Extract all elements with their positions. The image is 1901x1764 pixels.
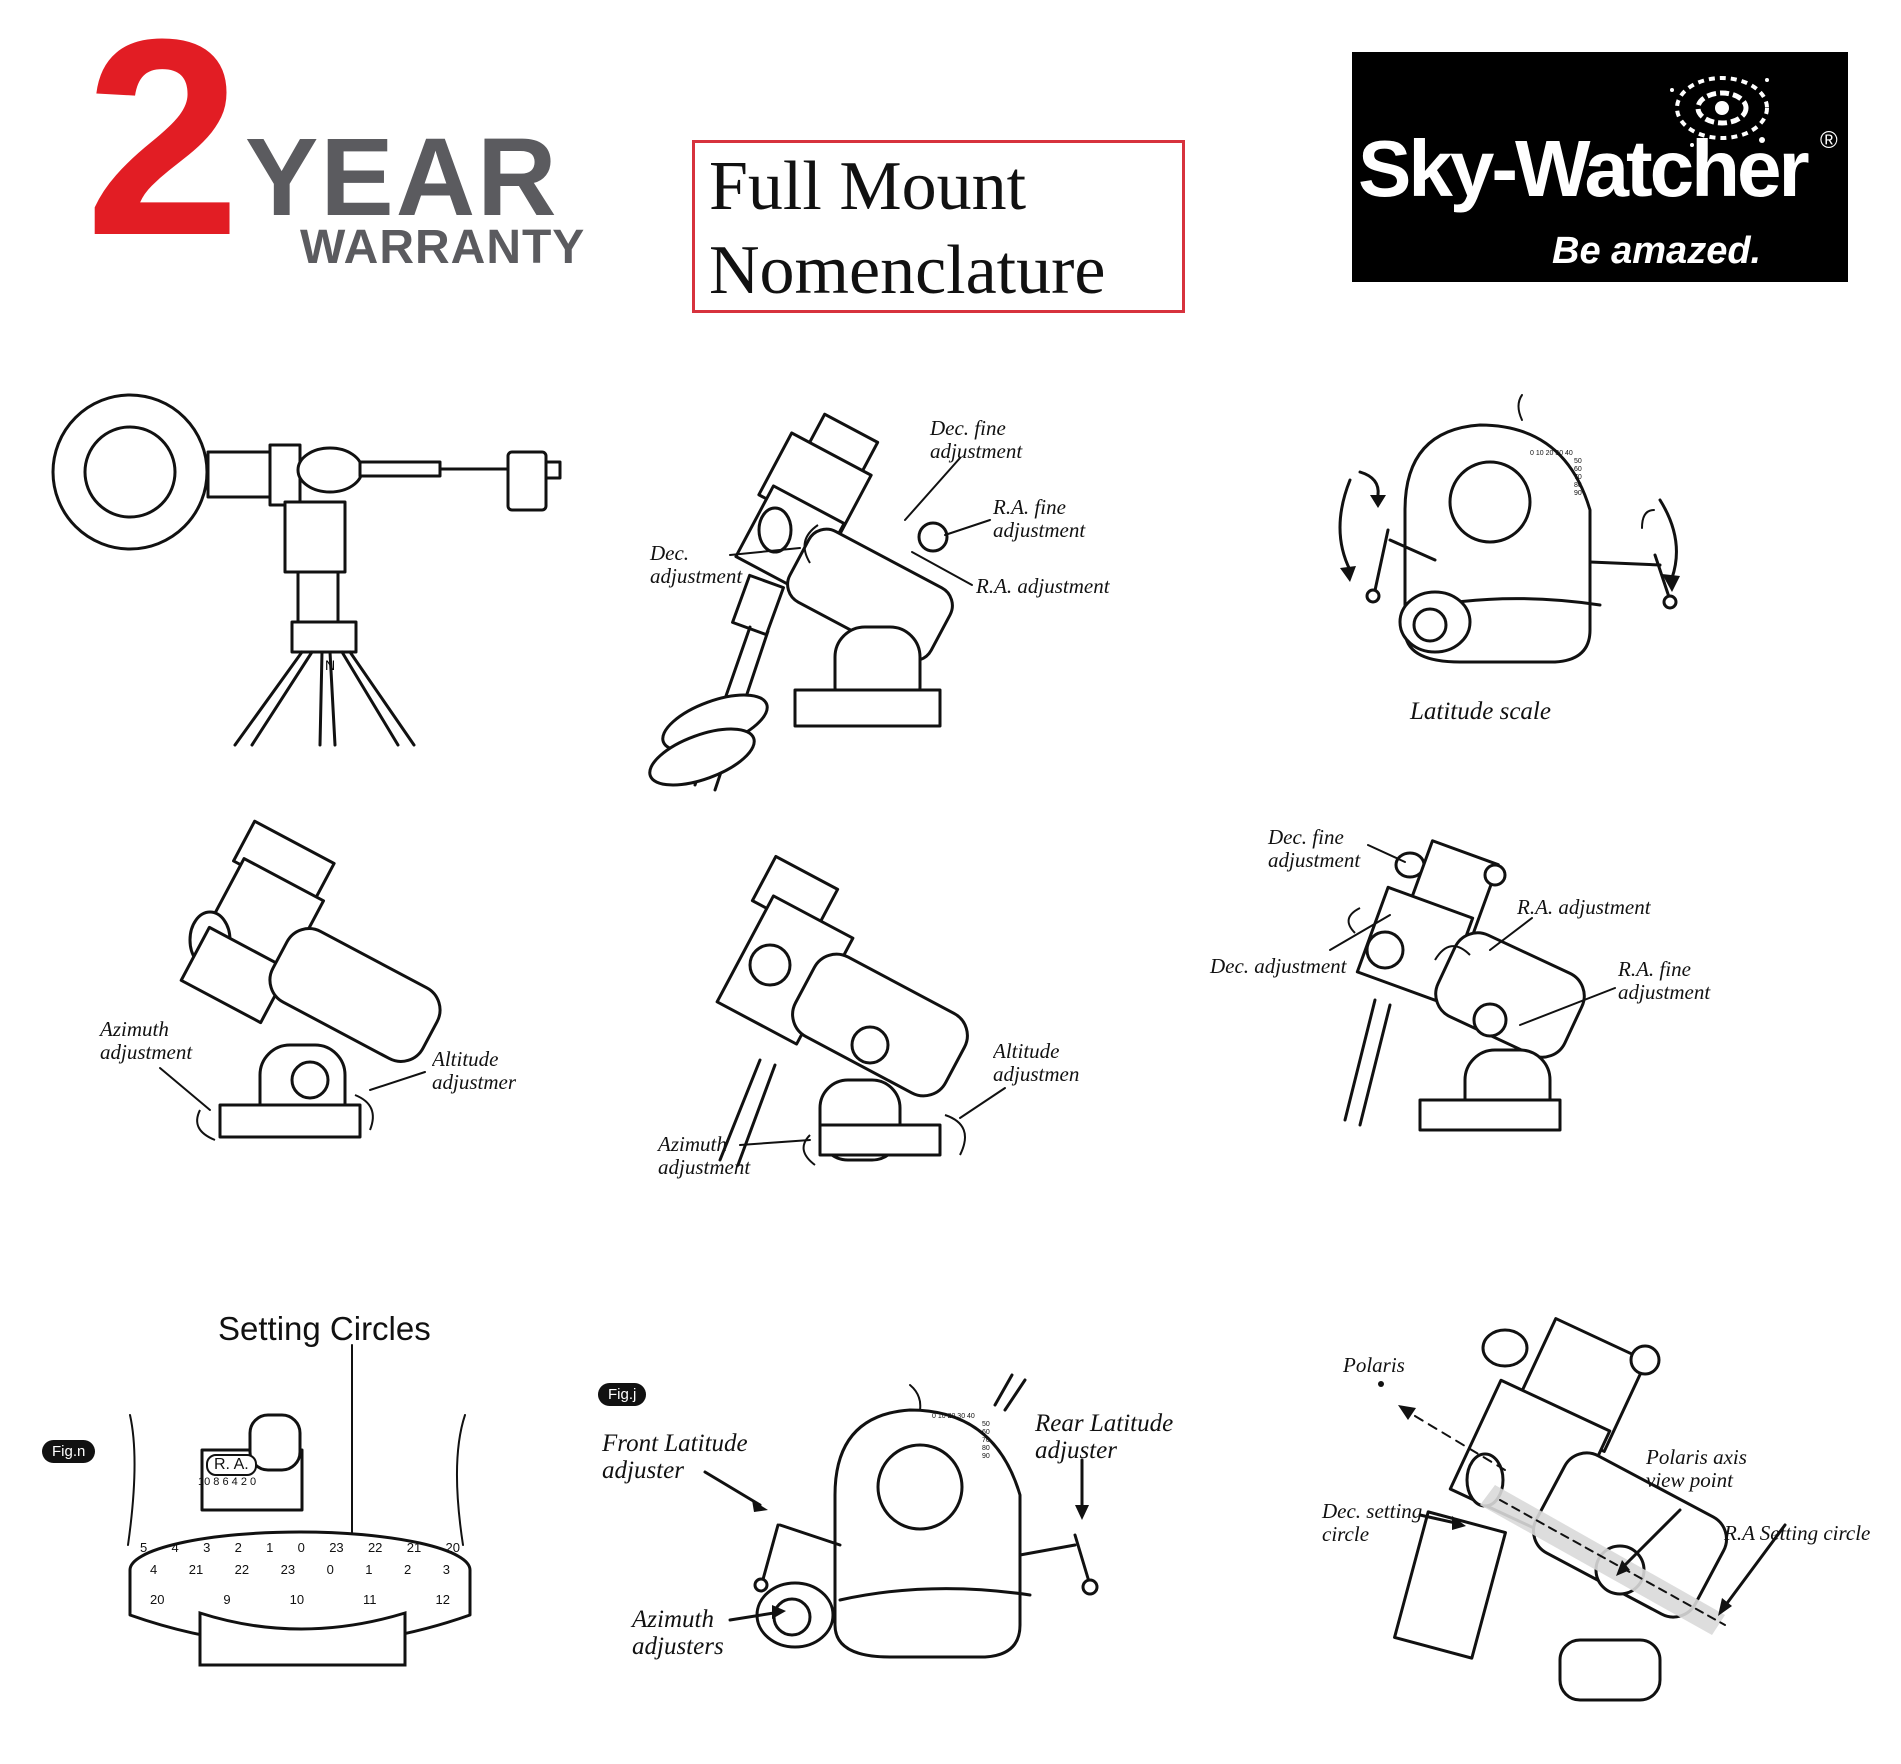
tick: 4 xyxy=(171,1540,179,1555)
panel1-mount-drawing: N xyxy=(51,393,562,747)
panel8-rear-label: Rear Latitude adjuster xyxy=(1035,1410,1174,1464)
tick: 23 xyxy=(329,1540,344,1555)
tick: 20 xyxy=(445,1540,460,1555)
panel3-latitude-drawing xyxy=(1338,394,1680,664)
panel3-caption: Latitude scale xyxy=(1410,698,1551,725)
tick: 12 xyxy=(435,1592,450,1607)
brand-slogan: Be amazed. xyxy=(1552,230,1762,272)
panel8-fig-badge: Fig.j xyxy=(598,1383,647,1406)
panel6-dec-fine-label: Dec. fine adjustment xyxy=(1268,825,1361,872)
panel7-circle-drawing xyxy=(127,1344,472,1667)
warranty-word: WARRANTY xyxy=(300,221,586,274)
panel9-dec-circle-label: Dec. setting circle xyxy=(1322,1499,1423,1546)
page-title-line1: Full Mount xyxy=(709,148,1027,225)
panel3-scale-side: 50 60 70 80 90 xyxy=(1574,458,1582,497)
panel7-title: Setting Circles xyxy=(218,1310,431,1347)
tick: 1 xyxy=(266,1540,274,1555)
panel5-altitude-label: Altitude adjustmen xyxy=(993,1040,1080,1086)
tick: 0 xyxy=(326,1562,334,1577)
brand-name: Sky-Watcher xyxy=(1358,124,1810,213)
panel6-mount-drawing xyxy=(1343,839,1586,1132)
tick: 3 xyxy=(442,1562,450,1577)
panel7-middle-ticks: 4 21 22 23 0 1 2 3 xyxy=(150,1562,450,1577)
panel7-ra-label: R. A. xyxy=(206,1454,257,1476)
panel9-axis-view-label: Polaris axis view point xyxy=(1646,1445,1747,1492)
tick: 2 xyxy=(234,1540,242,1555)
tick: 4 xyxy=(150,1562,158,1577)
panel8-front-label: Front Latitude adjuster xyxy=(602,1430,748,1484)
panel7-vernier: 10 8 6 4 2 0 xyxy=(198,1476,257,1488)
panel7-fig-badge: Fig.n xyxy=(42,1440,96,1463)
panel7-lower-ticks: 20 9 10 11 12 xyxy=(150,1592,450,1607)
tick: 20 xyxy=(150,1592,165,1607)
panel4-altitude-label: Altitude adjustmer xyxy=(432,1048,516,1094)
panel8-scale-side: 50 60 70 80 90 xyxy=(982,1421,990,1460)
warranty-number: 2 xyxy=(85,0,241,294)
title-box: Full Mount Nomenclature xyxy=(692,140,1185,313)
warranty-year: YEAR xyxy=(245,116,559,239)
tick: 5 xyxy=(140,1540,148,1555)
panel5-azimuth-label: Azimuth adjustment xyxy=(658,1132,751,1179)
panel6-ra-fine-label: R.A. fine adjustment xyxy=(1618,957,1711,1004)
tick: 11 xyxy=(363,1592,377,1607)
panel6-ra-adj-label: R.A. adjustment xyxy=(1517,895,1651,919)
tick: 10 xyxy=(289,1592,305,1607)
panel6-dec-adj-label: Dec. adjustment xyxy=(1210,954,1347,978)
panel2-ra-fine-label: R.A. fine adjustment xyxy=(993,495,1086,542)
tick: 22 xyxy=(367,1540,383,1555)
panel2-dec-adj-label: Dec. adjustment xyxy=(650,541,743,588)
panel7-upper-ticks: 5 4 3 2 1 0 23 22 21 20 xyxy=(140,1540,460,1555)
tick: 0 xyxy=(297,1540,305,1555)
panel5-mount-drawing xyxy=(715,854,969,1167)
tick: 1 xyxy=(365,1562,373,1577)
panel2-mount-drawing xyxy=(648,412,954,792)
brand-reg: ® xyxy=(1820,127,1838,154)
panel8-azimuth-label: Azimuth adjusters xyxy=(632,1606,724,1660)
tick: 21 xyxy=(406,1540,422,1555)
tick: 3 xyxy=(203,1540,211,1555)
panel2-dec-fine-label: Dec. fine adjustment xyxy=(930,416,1023,463)
galaxy-icon xyxy=(1670,76,1769,147)
panel8-scale-top: 0 10 20 30 40 xyxy=(932,1413,975,1420)
panel4-azimuth-label: Azimuth adjustment xyxy=(100,1017,193,1064)
panel9-ra-circle-label: R.A Setting circle xyxy=(1724,1521,1871,1545)
tick: 21 xyxy=(188,1562,204,1577)
panel9-polaris-label: Polaris xyxy=(1343,1353,1405,1377)
tick: 23 xyxy=(280,1562,296,1577)
panel2-ra-adj-label: R.A. adjustment xyxy=(976,574,1110,598)
page-title-line2: Nomenclature xyxy=(709,232,1106,309)
tick: 9 xyxy=(223,1592,231,1607)
tick: 22 xyxy=(234,1562,250,1577)
panel8-latitude-drawing xyxy=(753,1373,1099,1659)
panel3-scale-top: 0 10 20 30 40 xyxy=(1530,450,1573,457)
skywatcher-logo: Sky-Watcher ® Be amazed. xyxy=(1352,52,1848,282)
warranty-logo: 2 YEAR WARRANTY xyxy=(85,0,605,278)
tick: 2 xyxy=(404,1562,412,1577)
panel4-mount-drawing xyxy=(179,819,442,1141)
